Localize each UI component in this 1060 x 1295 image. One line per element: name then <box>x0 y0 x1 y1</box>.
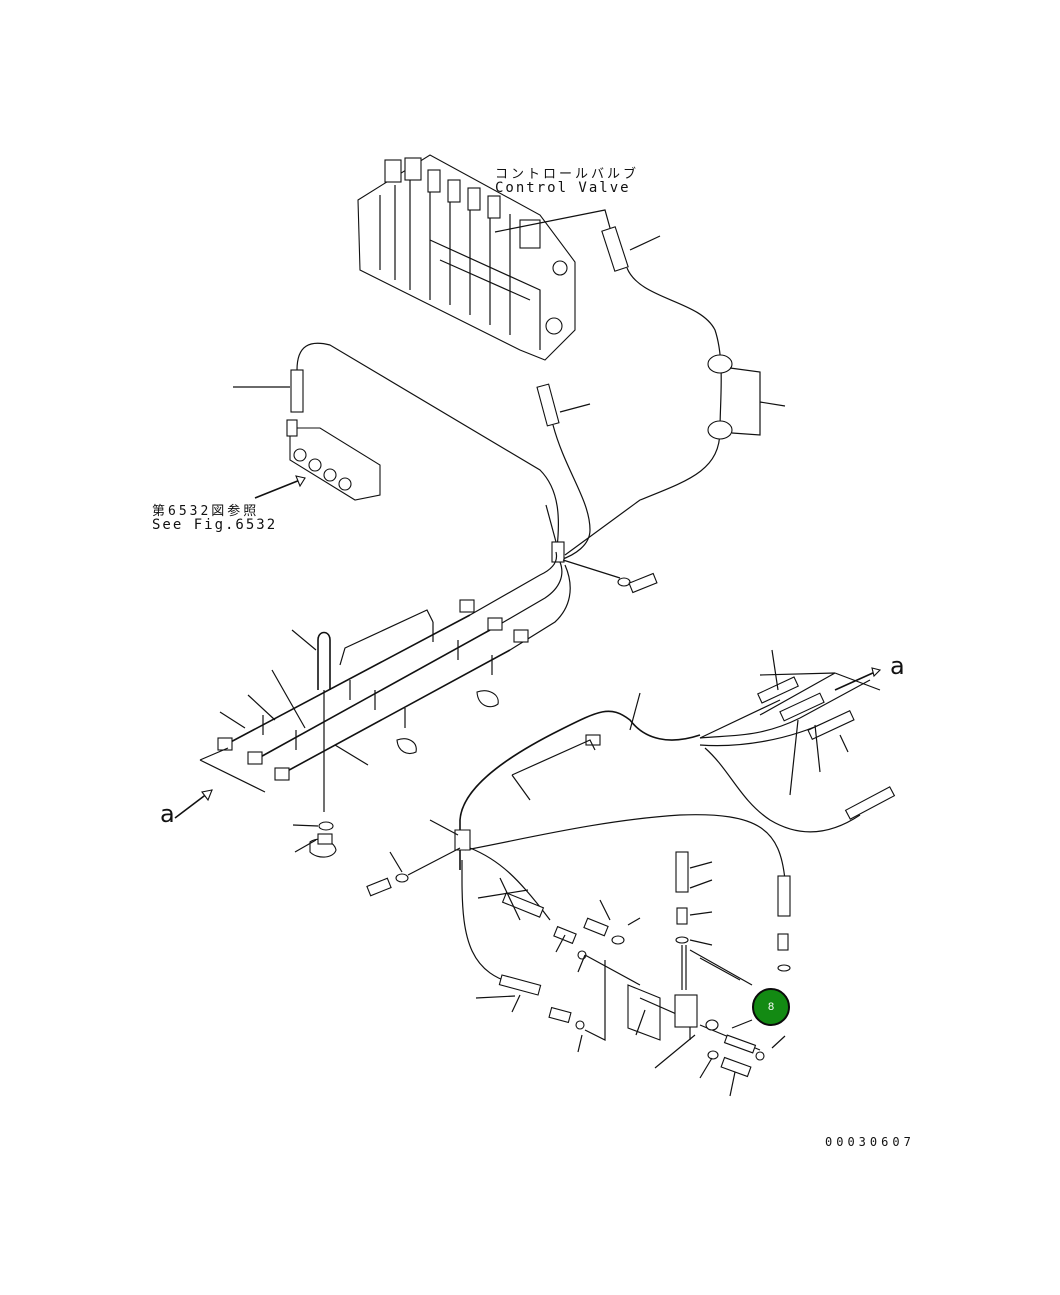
left-hose <box>233 342 560 549</box>
see-fig-label-jp: 第6532図参照 <box>152 504 260 519</box>
see-fig-label-en: See Fig.6532 <box>152 517 278 533</box>
hose-bracket <box>545 504 658 594</box>
manifold-block <box>254 419 381 501</box>
view-a-right-label: a <box>890 652 905 680</box>
bottom-fittings <box>475 851 791 1097</box>
right-fittings <box>757 649 896 820</box>
pipe-bundle-left <box>174 551 571 819</box>
callout-marker[interactable]: 8 <box>752 988 790 1026</box>
figure-number: 00030607 <box>825 1135 915 1149</box>
control-valve-label-jp: コントロールバルブ <box>495 167 640 182</box>
control-valve-label-en: Control Valve <box>495 180 631 196</box>
center-hose <box>536 383 591 561</box>
view-a-left-label: a <box>160 800 175 828</box>
upper-right-hose <box>564 226 786 556</box>
bolt-washer <box>366 847 461 897</box>
clamp-pad <box>396 738 417 755</box>
u-bolt <box>291 629 337 858</box>
callout-number: 8 <box>767 1001 775 1013</box>
control-valve <box>357 154 576 361</box>
clamp-pad <box>476 690 499 708</box>
wrapped-harness <box>454 679 871 986</box>
